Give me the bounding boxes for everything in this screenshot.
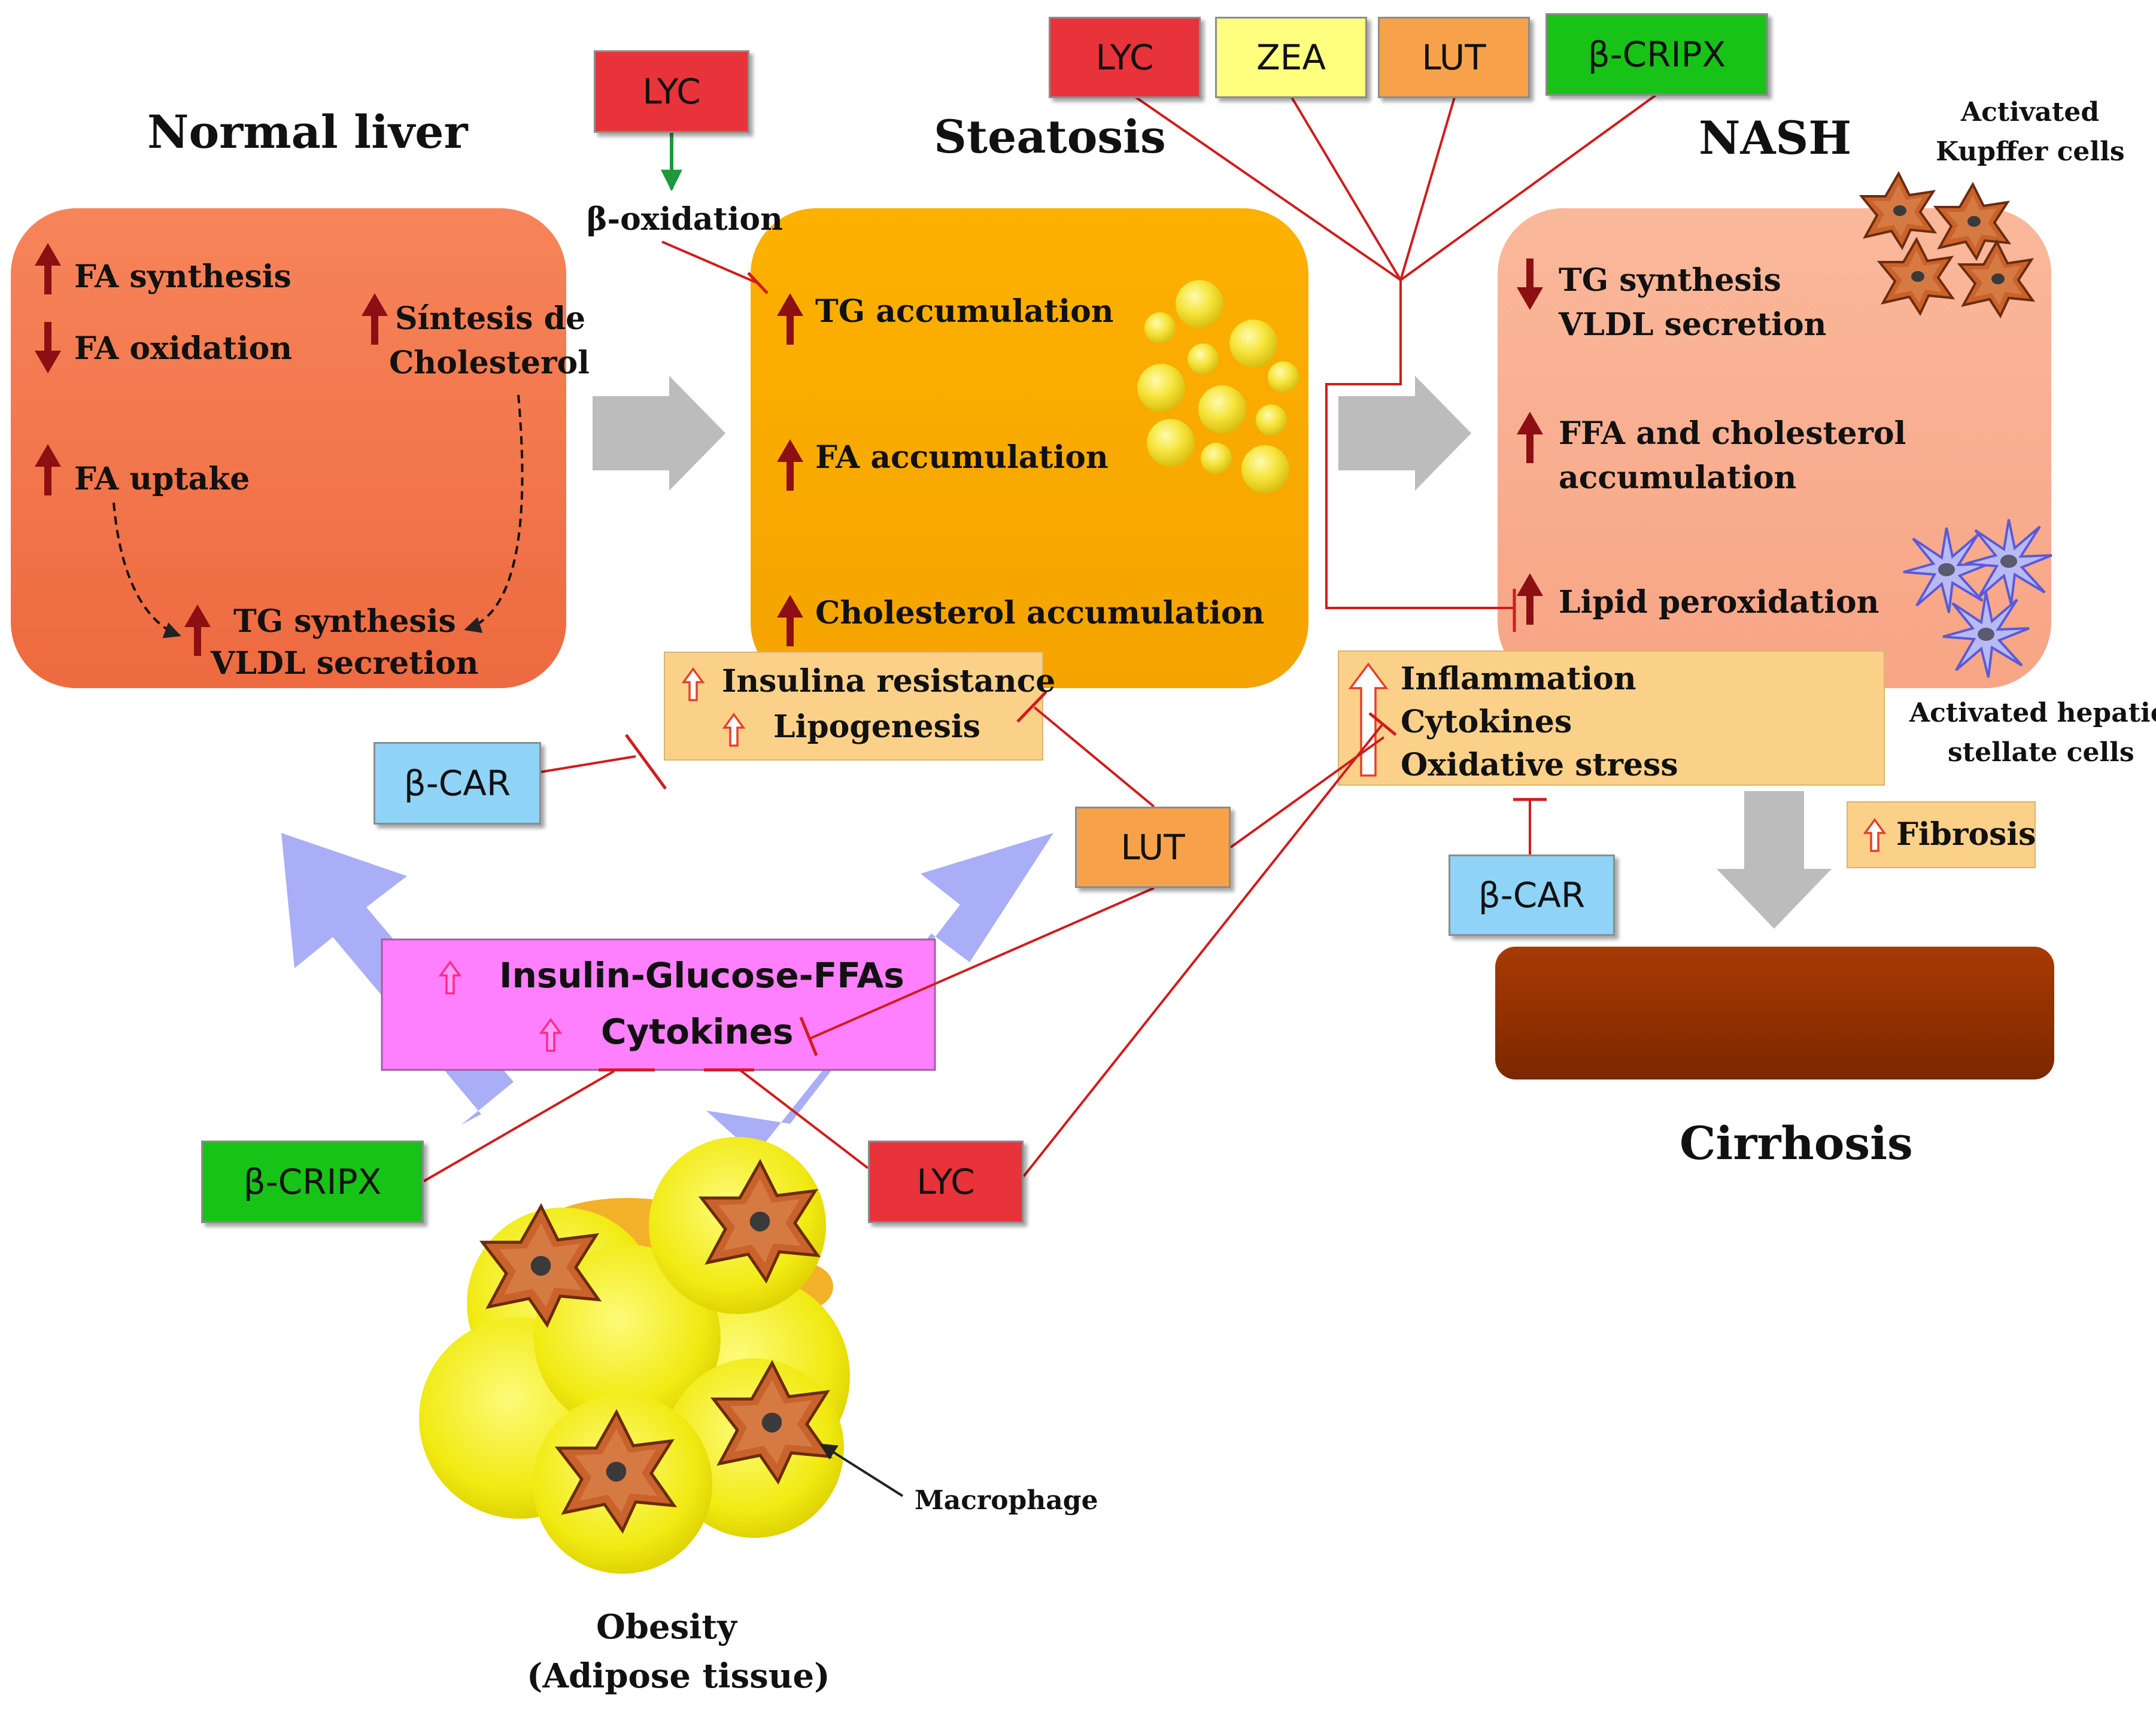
nash-vldl-secretion-label: VLDL secretion [1559, 306, 1827, 343]
car-tag-left: β-CAR [373, 742, 541, 825]
adipose-tissue-title: (Adipose tissue) [527, 1656, 830, 1696]
stellate-label-1: Activated hepatic [1909, 698, 2156, 728]
cytokines-label: Cytokines [1401, 704, 1572, 740]
insulin-glucose-ffas-label: Insulin-Glucose-FFAs [499, 955, 904, 996]
macrophage-pointer [819, 1443, 904, 1497]
fa-oxidation-label: FA oxidation [74, 330, 293, 367]
oxidative-stress-label: Oxidative stress [1401, 747, 1678, 783]
lipid-peroxidation-label: Lipid peroxidation [1559, 584, 1879, 621]
nash-tg-synthesis-label: TG synthesis [1559, 262, 1781, 299]
cholesterol-synthesis-label-2: Cholesterol [389, 345, 590, 381]
lut-tag-middle: LUT [1075, 807, 1231, 888]
inflammation-label: Inflammation [1401, 661, 1636, 697]
insulin-resistance-label: Insulina resistance [722, 663, 1056, 700]
lipogenesis-label: Lipogenesis [773, 708, 980, 745]
macrophage-label: Macrophage [915, 1485, 1098, 1516]
lipid-droplets [1137, 280, 1299, 493]
normal-liver-box [11, 208, 566, 688]
tg-accumulation-label: TG accumulation [815, 293, 1114, 330]
nash-title: NASH [1699, 111, 1852, 165]
lyc-tag-row: LYC [1049, 17, 1201, 98]
fa-accumulation-label: FA accumulation [815, 439, 1109, 476]
nash-to-cirrhosis-arrow [1717, 791, 1832, 929]
zea-tag: ZEA [1215, 17, 1367, 98]
cripx-tag-row: β-CRIPX [1545, 13, 1768, 96]
cirrhosis-bar [1495, 947, 2054, 1079]
stellate-label-2: stellate cells [1948, 737, 2134, 768]
fa-uptake-label: FA uptake [74, 461, 250, 497]
tg-synthesis-label: TG synthesis [233, 603, 456, 640]
inhibition-lines [423, 90, 1663, 1182]
ffa-accumulation-label: accumulation [1559, 460, 1797, 496]
adipose-tissue [419, 1137, 850, 1574]
nash-box [1498, 208, 2051, 688]
car-tag-right: β-CAR [1449, 854, 1615, 936]
normal-to-steatosis-arrow [593, 376, 725, 491]
normal-liver-title: Normal liver [147, 105, 468, 159]
cholesterol-synthesis-label-1: Síntesis de [395, 300, 586, 337]
kupffer-label-2: Kupffer cells [1936, 136, 2125, 167]
vldl-secretion-label: VLDL secretion [211, 645, 479, 682]
obesity-title: Obesity [596, 1607, 737, 1647]
beta-oxidation-label: β-oxidation [587, 201, 783, 238]
lut-tag-row: LUT [1378, 17, 1530, 98]
cirrhosis-title: Cirrhosis [1680, 1117, 1913, 1170]
steatosis-to-nash-arrow [1338, 376, 1471, 491]
ffa-cholesterol-label: FFA and cholesterol [1559, 415, 1906, 452]
fa-uptake-to-tg-arrow [113, 502, 181, 638]
cholesterol-accumulation-label: Cholesterol accumulation [815, 595, 1265, 631]
cripx-tag-bottom: β-CRIPX [201, 1141, 424, 1223]
fibrosis-label: Fibrosis [1896, 816, 2036, 853]
lyc-tag-bottom: LYC [868, 1141, 1024, 1223]
insulin-resistance-box [664, 652, 1043, 761]
lyc-tag-top: LYC [594, 50, 749, 133]
adipose-right-arrow [706, 833, 1053, 1155]
steatosis-title: Steatosis [934, 110, 1166, 163]
kupffer-label-1: Activated [1961, 97, 2100, 127]
insulin-glucose-box [381, 938, 936, 1071]
inflammation-up-icon [1348, 662, 1389, 777]
inflammation-box [1338, 650, 1885, 786]
adipose-cytokines-label: Cytokines [601, 1011, 794, 1052]
fa-synthesis-label: FA synthesis [74, 259, 291, 295]
